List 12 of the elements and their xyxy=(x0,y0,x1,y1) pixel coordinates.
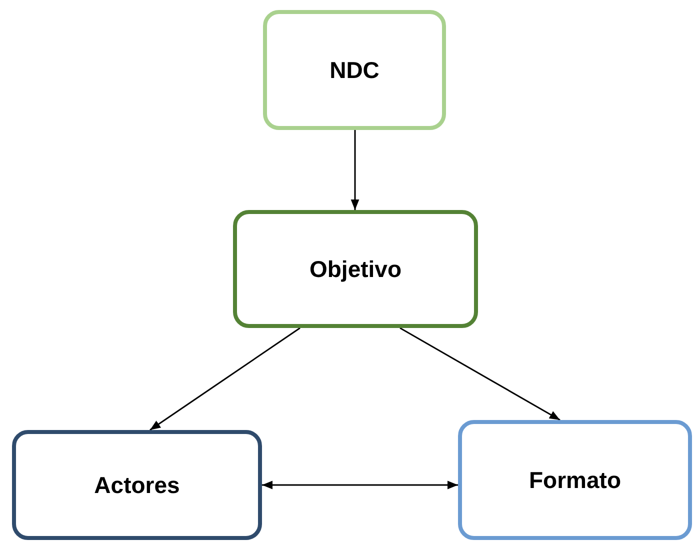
process-box xyxy=(458,420,692,540)
box-label: Actores xyxy=(94,470,180,500)
arrow xyxy=(262,480,458,490)
arrow xyxy=(350,130,360,210)
box-label: Formato xyxy=(529,466,621,495)
box-label: NDC xyxy=(330,56,380,85)
arrow xyxy=(150,327,300,431)
process-box xyxy=(12,430,262,540)
process-box xyxy=(233,210,478,328)
arrow xyxy=(400,327,560,421)
box-label: Objetivo xyxy=(309,254,402,284)
process-box xyxy=(263,10,446,130)
